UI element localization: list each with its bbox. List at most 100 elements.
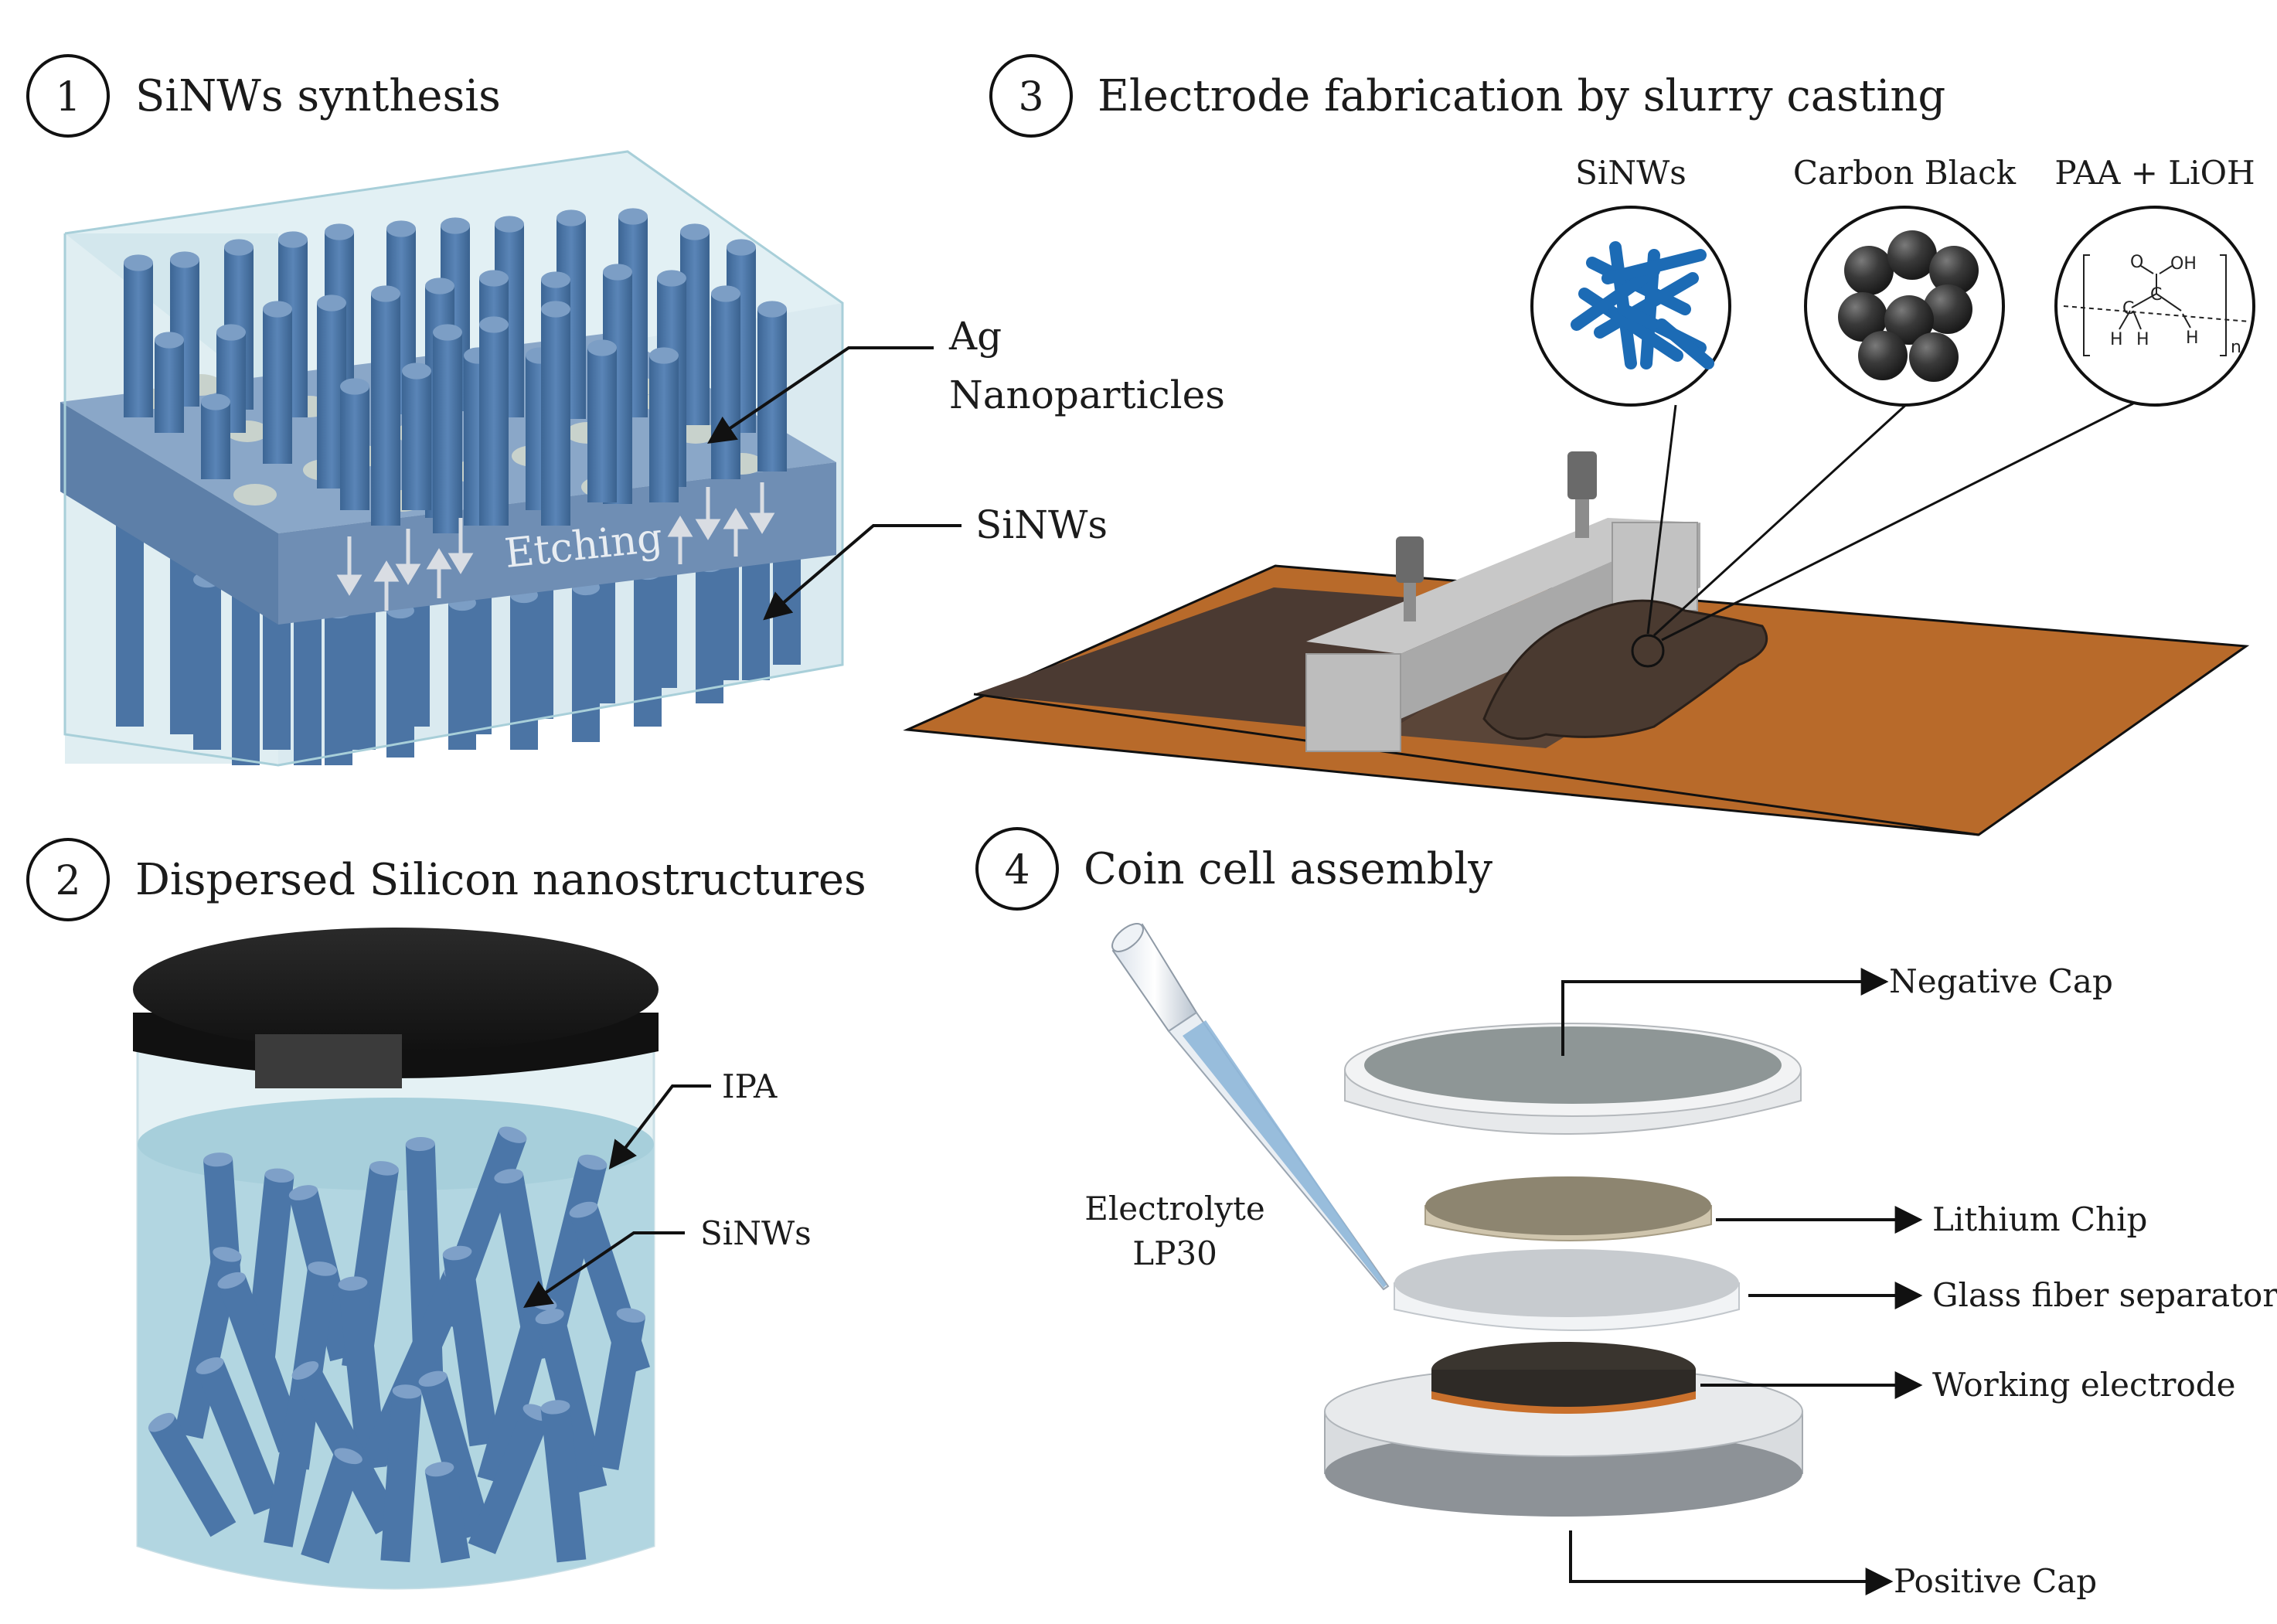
lithium-chip-top xyxy=(1425,1176,1711,1235)
sinws-inset-wires xyxy=(1571,241,1714,369)
jar-nanowire-top-5 xyxy=(499,1126,527,1143)
jar-nanowire-body-12 xyxy=(338,1282,387,1470)
negative-cap-inner xyxy=(1364,1026,1782,1104)
nanowire-upper-0 xyxy=(124,254,153,417)
callout-line-carbon xyxy=(1652,400,1911,637)
panel-2-title: Dispersed Silicon nanostructures xyxy=(135,855,866,905)
nanowire-upper-17-top xyxy=(425,277,454,294)
separator-label: Glass fiber separator xyxy=(1932,1276,2277,1314)
nanowire-upper-19-top xyxy=(541,271,570,288)
nanowire-upper-22-top xyxy=(711,285,740,302)
nanowire-upper-30-top xyxy=(649,347,679,364)
positive-cap-arrow xyxy=(1569,1530,1894,1595)
jar-nanowire-top-8 xyxy=(569,1201,598,1218)
nanowire-upper-8-top xyxy=(556,209,586,226)
working-electrode-label: Working electrode xyxy=(1932,1366,2236,1404)
panel-2: 2 Dispersed Silicon nanostructures IPA S… xyxy=(26,838,866,1590)
chem-o: O xyxy=(2130,253,2143,272)
nanowire-upper-24 xyxy=(201,393,230,479)
carbon-particle-0 xyxy=(1844,246,1894,295)
nanowire-lower-12-body xyxy=(193,580,221,750)
nanowire-upper-25 xyxy=(340,378,369,510)
glass-box-outline xyxy=(63,150,844,767)
jar-nanowire-26 xyxy=(301,1448,362,1564)
jar-nanowire-body-27 xyxy=(424,1466,471,1564)
panel-4-title: Coin cell assembly xyxy=(1084,844,1492,894)
jar-nanowire-24 xyxy=(148,1412,237,1537)
jar-nanowire-top-2 xyxy=(288,1185,318,1200)
carbon-particle-2 xyxy=(1929,246,1979,295)
step-circle-4 xyxy=(975,827,1059,911)
jar-nanowire-top-21 xyxy=(418,1370,448,1387)
liquid-surface xyxy=(138,1098,654,1190)
carbon-particle-6 xyxy=(1858,331,1908,380)
nanowire-upper-26 xyxy=(402,363,431,510)
binder-label: PAA + LiOH xyxy=(2054,154,2255,192)
jar-nanowire-top-11 xyxy=(308,1261,337,1276)
chem-h-3: H xyxy=(2186,329,2199,348)
nanowire-upper-25-top xyxy=(340,378,369,395)
jar-nanowire-body-25 xyxy=(589,1312,646,1470)
nanowire-upper-30-body xyxy=(649,356,679,502)
nanowire-lower-15 xyxy=(386,602,414,758)
chem-h-2: H xyxy=(2136,330,2149,349)
nanowire-upper-2-top xyxy=(224,239,254,256)
screw-left-head xyxy=(1396,536,1424,583)
blue-wire-6 xyxy=(1571,264,1660,331)
nanowires-upper xyxy=(124,208,787,533)
nanowire-upper-14 xyxy=(263,301,292,464)
screw-right-stem xyxy=(1575,499,1589,538)
jar-nanowire-body-23 xyxy=(540,1405,587,1563)
nanowire-upper-7-top xyxy=(495,216,524,233)
blade-end-right xyxy=(1612,522,1698,611)
ag-label-line2: Nanoparticles xyxy=(949,373,1225,417)
step-number-2: 2 xyxy=(55,858,80,904)
nanowire-upper-14-body xyxy=(263,309,292,464)
nanowire-upper-5-top xyxy=(386,220,416,237)
jar-nanowire-21 xyxy=(418,1370,492,1539)
chem-c-left: C xyxy=(2122,299,2134,318)
jar-nanowire-top-4 xyxy=(405,1137,435,1152)
jar-nanowire-top-20 xyxy=(392,1384,422,1399)
separator-top xyxy=(1394,1249,1739,1317)
nanowire-lower-18 xyxy=(572,579,600,742)
nanowire-upper-23-top xyxy=(757,301,787,318)
jar-nanowire-17 xyxy=(196,1357,282,1515)
callout-line-binder xyxy=(1661,402,2134,642)
carbon-particle-5 xyxy=(1884,295,1934,345)
jar-nanowire-body-15 xyxy=(477,1298,557,1485)
jar-nanowire-top-17 xyxy=(196,1357,224,1374)
nanowire-lower-13-body xyxy=(263,603,291,750)
nanowire-upper-13-top xyxy=(216,324,246,341)
jar-nanowire-body-17 xyxy=(196,1360,282,1515)
nanowire-upper-25-body xyxy=(340,386,369,510)
nanowire-lower-15-body xyxy=(386,611,414,758)
positive-cap-label: Positive Cap xyxy=(1894,1562,2097,1600)
jar-nanowire-27 xyxy=(424,1462,471,1564)
panel-1: 1 SiNWs synthesis Etching xyxy=(26,54,1225,767)
jar-nanowire-top-16 xyxy=(535,1309,564,1325)
jar-nanowire-top-23 xyxy=(540,1400,570,1415)
sinws-inset-label: SiNWs xyxy=(1575,154,1686,192)
nanowire-upper-26-body xyxy=(402,371,431,510)
nanowire-upper-6-top xyxy=(441,217,470,234)
step-circle-1 xyxy=(26,54,110,138)
nanowire-upper-23-body xyxy=(757,309,787,472)
nanowire-upper-32-body xyxy=(541,309,570,526)
carbon-particle-3 xyxy=(1923,284,1972,334)
carbon-black-label: Carbon Black xyxy=(1793,154,2017,192)
jar-nanowire-23 xyxy=(540,1400,587,1563)
nanowire-upper-24-top xyxy=(201,393,230,410)
jar-nanowire-top-24 xyxy=(148,1412,175,1432)
nanowire-upper-22-body xyxy=(711,294,740,479)
jar-cap-top xyxy=(133,928,659,1051)
slurry-zoom-circle xyxy=(1631,634,1665,668)
jar-nanowire-top-10 xyxy=(217,1272,246,1289)
jar-nanowire-body-24 xyxy=(148,1415,237,1537)
jar-nanowire-body-22 xyxy=(468,1407,551,1554)
jar-nanowire-body-21 xyxy=(418,1374,492,1539)
nanowire-lower-20-body xyxy=(696,564,723,703)
jar-nanowire-12 xyxy=(338,1276,387,1470)
jar-nanowire-top-26 xyxy=(334,1448,362,1465)
